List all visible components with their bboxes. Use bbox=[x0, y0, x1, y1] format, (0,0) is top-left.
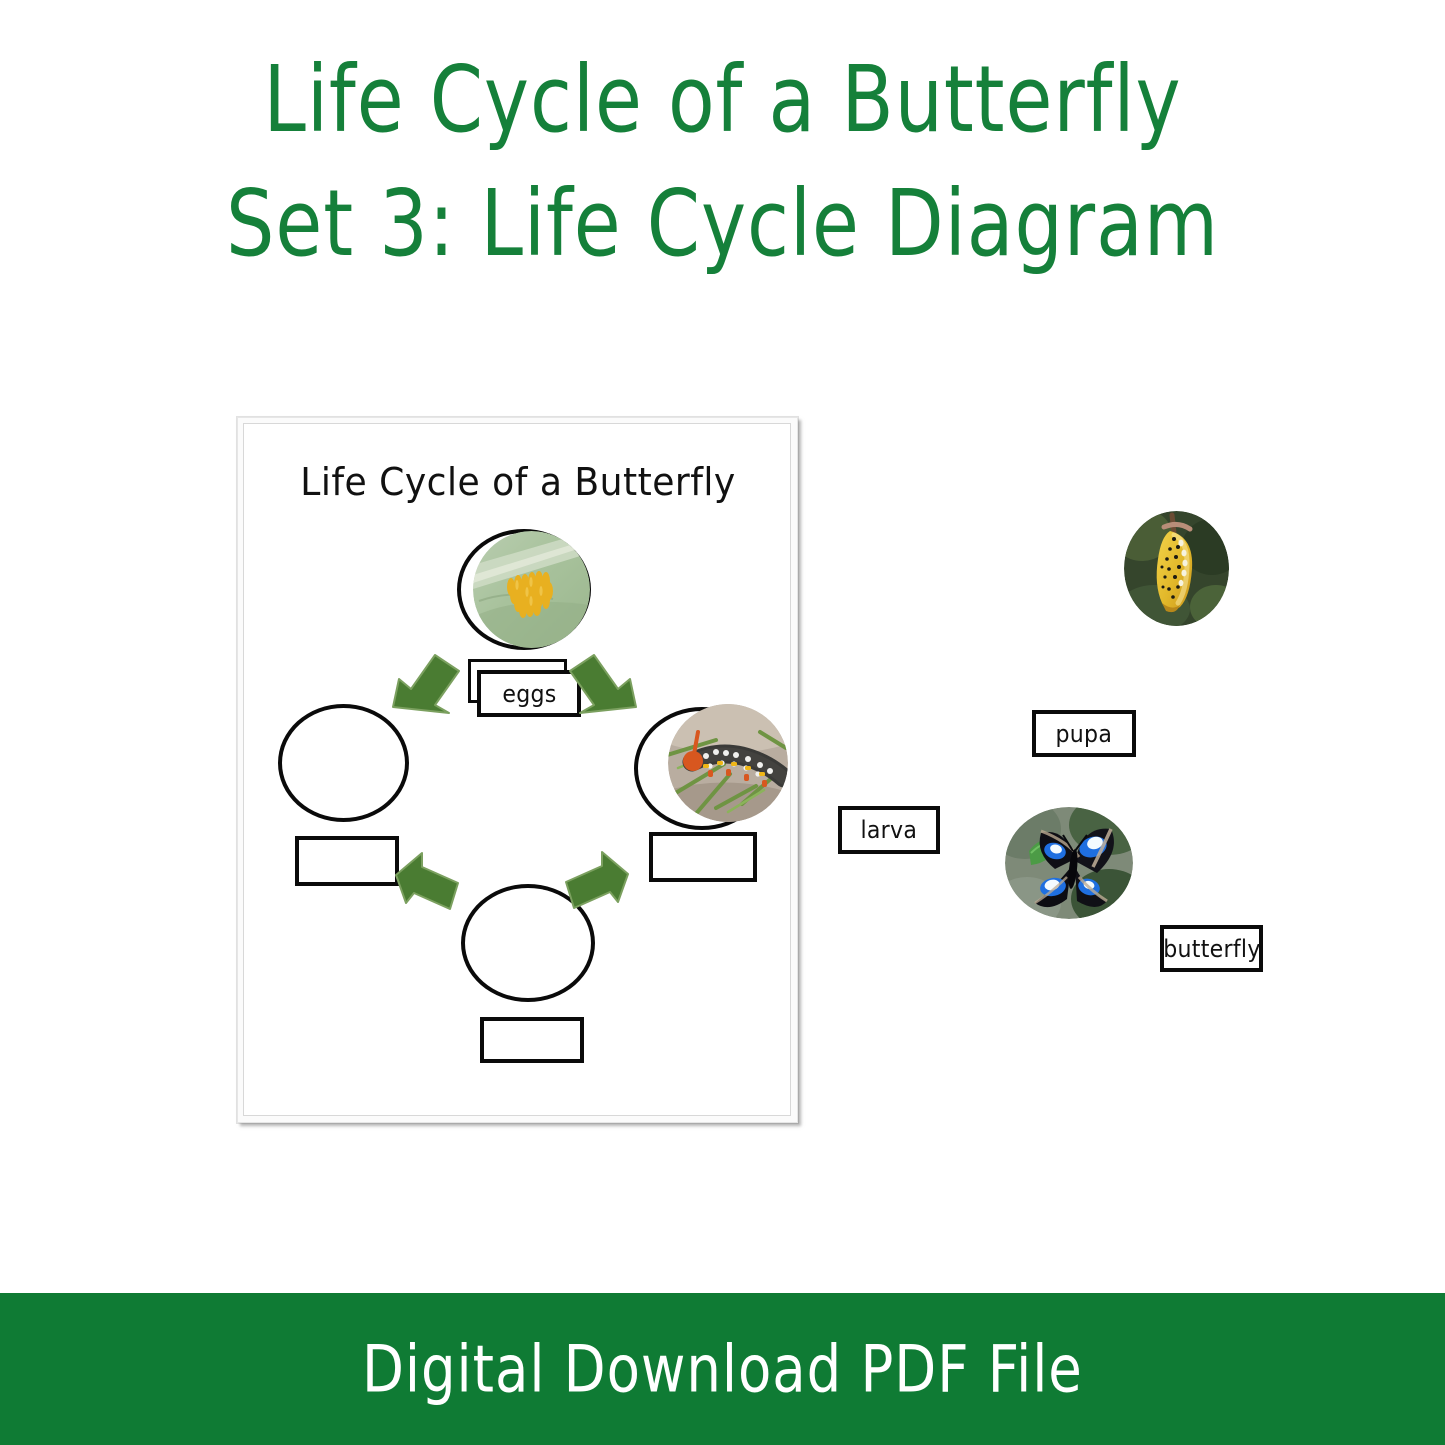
answer-box-left[interactable] bbox=[295, 836, 399, 886]
larva-card[interactable]: larva bbox=[838, 806, 940, 854]
caterpillar-larva-photo bbox=[668, 704, 788, 822]
answer-box-bottom[interactable] bbox=[480, 1017, 584, 1063]
butterfly-card-label: butterfly bbox=[1162, 934, 1261, 963]
arrow-bottom-right-icon bbox=[562, 848, 632, 914]
eggs-word-card-label: eggs bbox=[501, 679, 557, 708]
pupa-card-label: pupa bbox=[1055, 719, 1113, 748]
header-title-line-2: Set 3: Life Cycle Diagram bbox=[226, 171, 1219, 278]
answer-box-right[interactable] bbox=[649, 832, 757, 882]
footer-banner: Digital Download PDF File bbox=[0, 1293, 1445, 1445]
arrow-top-right-icon bbox=[566, 649, 640, 717]
larva-card-label: larva bbox=[860, 816, 918, 844]
worksheet-page[interactable]: Life Cycle of a Butterfly bbox=[243, 423, 791, 1116]
page-header: Life Cycle of a Butterfly Set 3: Life Cy… bbox=[0, 55, 1445, 271]
eggs-label-stack[interactable]: eggs bbox=[468, 659, 588, 721]
worksheet-title: Life Cycle of a Butterfly bbox=[300, 460, 736, 504]
arrow-top-left-icon bbox=[389, 649, 463, 717]
pupa-chrysalis-photo[interactable] bbox=[1124, 511, 1229, 626]
butterfly-eggs-on-leaf-photo bbox=[473, 531, 590, 648]
adult-butterfly-photo[interactable] bbox=[1005, 807, 1133, 919]
eggs-word-card[interactable]: eggs bbox=[477, 670, 581, 717]
footer-banner-text: Digital Download PDF File bbox=[362, 1330, 1083, 1408]
stage-circle-empty-bottom[interactable] bbox=[461, 884, 595, 1002]
arrow-bottom-left-icon bbox=[392, 849, 462, 915]
header-title-line-1: Life Cycle of a Butterfly bbox=[263, 47, 1182, 154]
butterfly-card[interactable]: butterfly bbox=[1160, 925, 1263, 972]
stage-circle-empty-left[interactable] bbox=[278, 704, 409, 822]
pupa-card[interactable]: pupa bbox=[1032, 710, 1136, 757]
